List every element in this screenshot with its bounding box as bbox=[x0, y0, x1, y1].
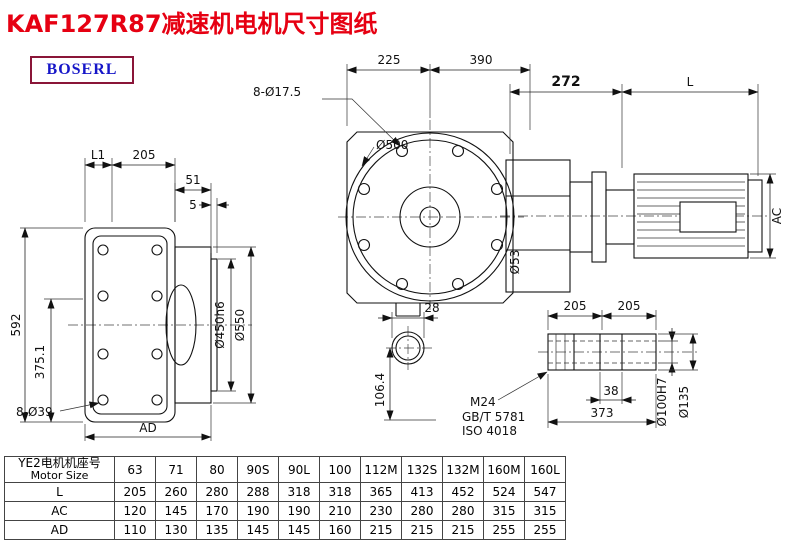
value-cell: 524 bbox=[483, 482, 525, 502]
dim-ad: AD bbox=[139, 421, 156, 435]
value-cell: 288 bbox=[237, 482, 279, 502]
size-header-cell: 132M bbox=[442, 456, 484, 483]
shaft-detail bbox=[547, 333, 657, 371]
value-cell: 120 bbox=[114, 501, 156, 521]
row-label-cell: AD bbox=[4, 520, 115, 540]
value-cell: 230 bbox=[360, 501, 402, 521]
left-view bbox=[84, 227, 218, 423]
dim-5: 5 bbox=[189, 198, 197, 212]
dim-205-left: 205 bbox=[133, 148, 156, 162]
page-title: KAF127R87减速机电机尺寸图纸 bbox=[6, 10, 378, 38]
side-view-dimensions: 272 L AC bbox=[509, 74, 784, 259]
size-header-cell: 100 bbox=[319, 456, 361, 483]
size-header-cell: 90L bbox=[278, 456, 320, 483]
size-header-cell: 112M bbox=[360, 456, 402, 483]
row-label-cell: AC bbox=[4, 501, 115, 521]
dim-592: 592 bbox=[9, 314, 23, 337]
dia-100h7: Ø100H7 bbox=[655, 377, 669, 426]
value-cell: 365 bbox=[360, 482, 402, 502]
size-header-cell: 80 bbox=[196, 456, 238, 483]
dim-l1: L1 bbox=[91, 148, 105, 162]
dim-272: 272 bbox=[551, 74, 580, 90]
value-cell: 130 bbox=[155, 520, 197, 540]
note-gbt5781: GB/T 5781 bbox=[462, 410, 525, 424]
dim-l: L bbox=[687, 75, 694, 89]
dim-205-a: 205 bbox=[564, 299, 587, 313]
brand-logo: BOSERL bbox=[30, 56, 134, 84]
value-cell: 190 bbox=[278, 501, 320, 521]
value-cell: 260 bbox=[155, 482, 197, 502]
dim-38: 38 bbox=[603, 384, 618, 398]
size-header-cell: 160L bbox=[524, 456, 566, 483]
table-header-row: YE2电机机座号 Motor Size 63 71 80 90S 90L 100… bbox=[4, 456, 566, 483]
dia-550: Ø550 bbox=[233, 309, 247, 341]
size-header-cell: 132S bbox=[401, 456, 443, 483]
motor-size-table: YE2电机机座号 Motor Size 63 71 80 90S 90L 100… bbox=[4, 456, 566, 540]
dia-135: Ø135 bbox=[677, 386, 691, 418]
value-cell: 280 bbox=[401, 501, 443, 521]
value-cell: 210 bbox=[319, 501, 361, 521]
dim-373: 373 bbox=[591, 406, 614, 420]
value-cell: 255 bbox=[483, 520, 525, 540]
dim-375-1: 375.1 bbox=[33, 345, 47, 379]
dim-225: 225 bbox=[378, 53, 401, 67]
value-cell: 318 bbox=[278, 482, 320, 502]
note-m24: M24 bbox=[470, 395, 496, 409]
value-cell: 413 bbox=[401, 482, 443, 502]
value-cell: 110 bbox=[114, 520, 156, 540]
note-iso4018: ISO 4018 bbox=[462, 424, 517, 438]
brand-text: BOSERL bbox=[46, 61, 118, 78]
dim-51: 51 bbox=[185, 173, 200, 187]
dim-ac: AC bbox=[770, 208, 784, 224]
value-cell: 190 bbox=[237, 501, 279, 521]
value-cell: 280 bbox=[442, 501, 484, 521]
value-cell: 255 bbox=[524, 520, 566, 540]
value-cell: 280 bbox=[196, 482, 238, 502]
value-cell: 452 bbox=[442, 482, 484, 502]
dim-106-4: 106.4 bbox=[373, 373, 387, 407]
front-view bbox=[345, 131, 515, 365]
front-view-dimensions: 225 390 8-Ø17.5 Ø500 Ø53 28 106.4 bbox=[253, 53, 531, 421]
value-cell: 160 bbox=[319, 520, 361, 540]
left-view-dimensions: L1 205 51 5 592 375.1 8-Ø39 AD Ø450h6 bbox=[9, 148, 256, 441]
side-view bbox=[505, 159, 763, 293]
table-row-AC: AC 120 145 170 190 190 210 230 280 280 3… bbox=[4, 501, 566, 521]
motor-nameplate bbox=[679, 201, 737, 233]
dia-450h6: Ø450h6 bbox=[213, 301, 227, 349]
dia-500: Ø500 bbox=[376, 138, 408, 152]
value-cell: 547 bbox=[524, 482, 566, 502]
value-cell: 318 bbox=[319, 482, 361, 502]
value-cell: 145 bbox=[155, 501, 197, 521]
bolt-note-39: 8-Ø39 bbox=[16, 405, 53, 419]
dim-390: 390 bbox=[470, 53, 493, 67]
dim-28: 28 bbox=[424, 301, 439, 315]
value-cell: 215 bbox=[360, 520, 402, 540]
value-cell: 170 bbox=[196, 501, 238, 521]
value-cell: 315 bbox=[483, 501, 525, 521]
row-label-cell: L bbox=[4, 482, 115, 502]
dim-205-b: 205 bbox=[618, 299, 641, 313]
table-row-AD: AD 110 130 135 145 145 160 215 215 215 2… bbox=[4, 520, 566, 540]
value-cell: 315 bbox=[524, 501, 566, 521]
motor-size-header-cell: YE2电机机座号 Motor Size bbox=[4, 456, 115, 483]
size-header-cell: 63 bbox=[114, 456, 156, 483]
header-label-en: Motor Size bbox=[30, 469, 89, 482]
header-label-cn: YE2电机机座号 bbox=[18, 456, 101, 470]
value-cell: 135 bbox=[196, 520, 238, 540]
value-cell: 145 bbox=[237, 520, 279, 540]
bolt-note-17: 8-Ø17.5 bbox=[253, 85, 301, 99]
fan-cover bbox=[747, 179, 763, 253]
size-header-cell: 160M bbox=[483, 456, 525, 483]
size-header-cell: 90S bbox=[237, 456, 279, 483]
dia-53: Ø53 bbox=[508, 250, 522, 275]
table-row-L: L 205 260 280 288 318 318 365 413 452 52… bbox=[4, 482, 566, 502]
value-cell: 145 bbox=[278, 520, 320, 540]
shaft-detail-dimensions: 205 205 38 373 M24 GB/T 5781 ISO 4018 Ø1… bbox=[462, 299, 698, 438]
value-cell: 205 bbox=[114, 482, 156, 502]
value-cell: 215 bbox=[401, 520, 443, 540]
value-cell: 215 bbox=[442, 520, 484, 540]
size-header-cell: 71 bbox=[155, 456, 197, 483]
